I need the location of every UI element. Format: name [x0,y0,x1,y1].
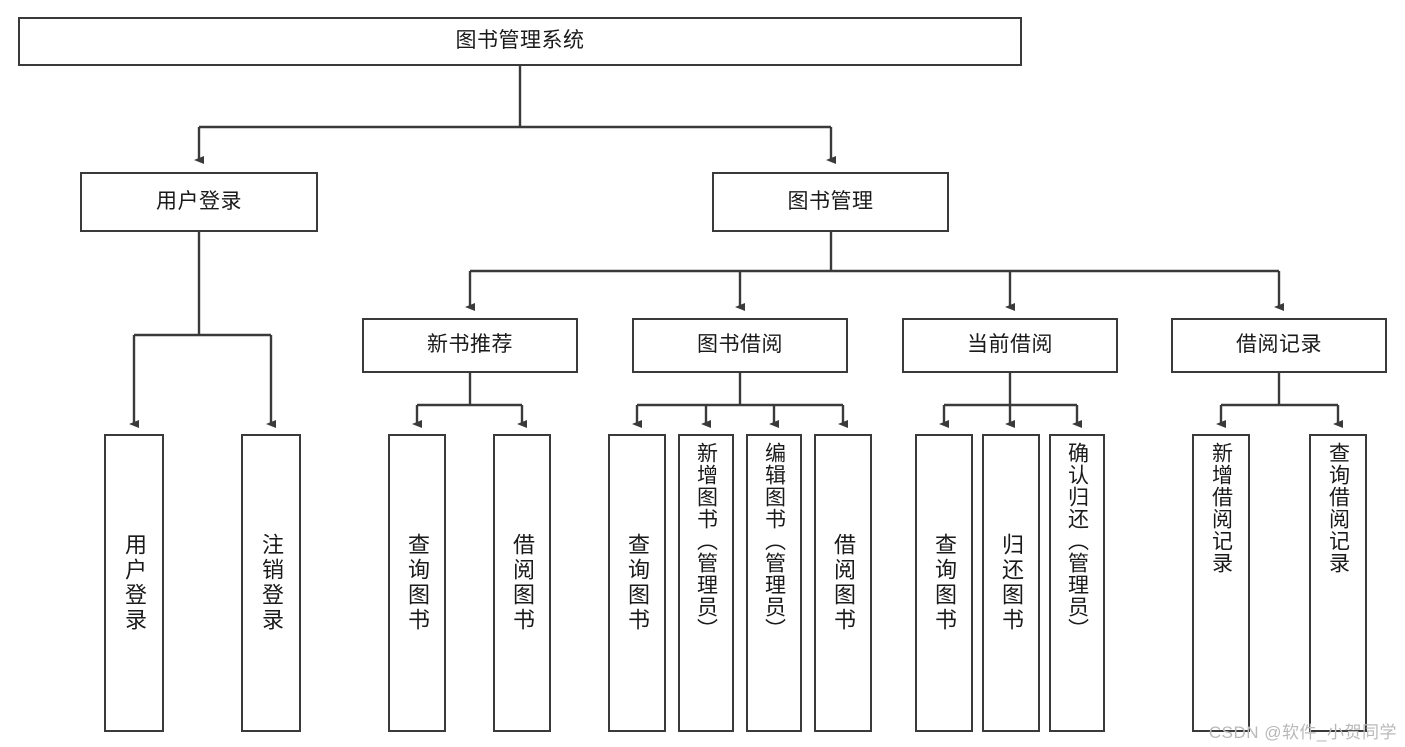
node-label: 借阅图书 [831,533,856,633]
node-label: 查询借阅记录 [1326,442,1350,574]
node-leaf-borrow-book-2[interactable]: 借阅图书 [814,434,872,732]
node-label: 图书管理 [787,189,874,213]
node-label: 用户登录 [122,533,147,633]
node-leaf-user-login[interactable]: 用户登录 [104,434,164,732]
node-label: 图书借阅 [697,333,783,357]
node-current-borrow[interactable]: 当前借阅 [902,318,1118,373]
node-book-management[interactable]: 图书管理 [712,172,949,232]
node-leaf-query-book-3[interactable]: 查询图书 [915,434,973,732]
node-label: 归还图书 [999,533,1024,633]
node-leaf-add-borrow-record[interactable]: 新增借阅记录 [1192,434,1250,732]
csdn-watermark: CSDN @软件_小贺同学 [1208,723,1397,742]
node-label: 新增图书（管理员） [694,442,718,640]
node-label: 查询图书 [932,533,957,633]
node-leaf-query-book-2[interactable]: 查询图书 [608,434,666,732]
node-leaf-edit-book[interactable]: 编辑图书（管理员） [746,434,802,732]
node-label: 编辑图书（管理员） [762,442,786,640]
node-label: 借阅图书 [510,533,535,633]
node-leaf-borrow-book-1[interactable]: 借阅图书 [493,434,551,732]
node-label: 图书管理系统 [455,29,585,53]
node-borrow-record[interactable]: 借阅记录 [1171,318,1387,373]
node-leaf-query-book-1[interactable]: 查询图书 [388,434,446,732]
node-leaf-add-book[interactable]: 新增图书（管理员） [678,434,734,732]
node-new-book-recommend[interactable]: 新书推荐 [362,318,578,373]
node-label: 新增借阅记录 [1209,442,1233,574]
node-leaf-confirm-return[interactable]: 确认归还（管理员） [1049,434,1105,732]
node-label: 当前借阅 [967,333,1053,357]
node-label: 确认归还（管理员） [1065,442,1089,640]
node-leaf-logout[interactable]: 注销登录 [241,434,301,732]
node-book-borrow[interactable]: 图书借阅 [632,318,848,373]
node-label: 查询图书 [405,533,430,633]
node-user-login[interactable]: 用户登录 [80,172,318,232]
node-label: 新书推荐 [427,333,513,357]
node-label: 借阅记录 [1236,333,1322,357]
node-label: 用户登录 [156,189,242,213]
node-book-management-system[interactable]: 图书管理系统 [18,17,1022,66]
node-leaf-query-borrow-record[interactable]: 查询借阅记录 [1309,434,1367,732]
node-leaf-return-book[interactable]: 归还图书 [982,434,1040,732]
node-label: 查询图书 [625,533,650,633]
node-label: 注销登录 [259,533,284,633]
